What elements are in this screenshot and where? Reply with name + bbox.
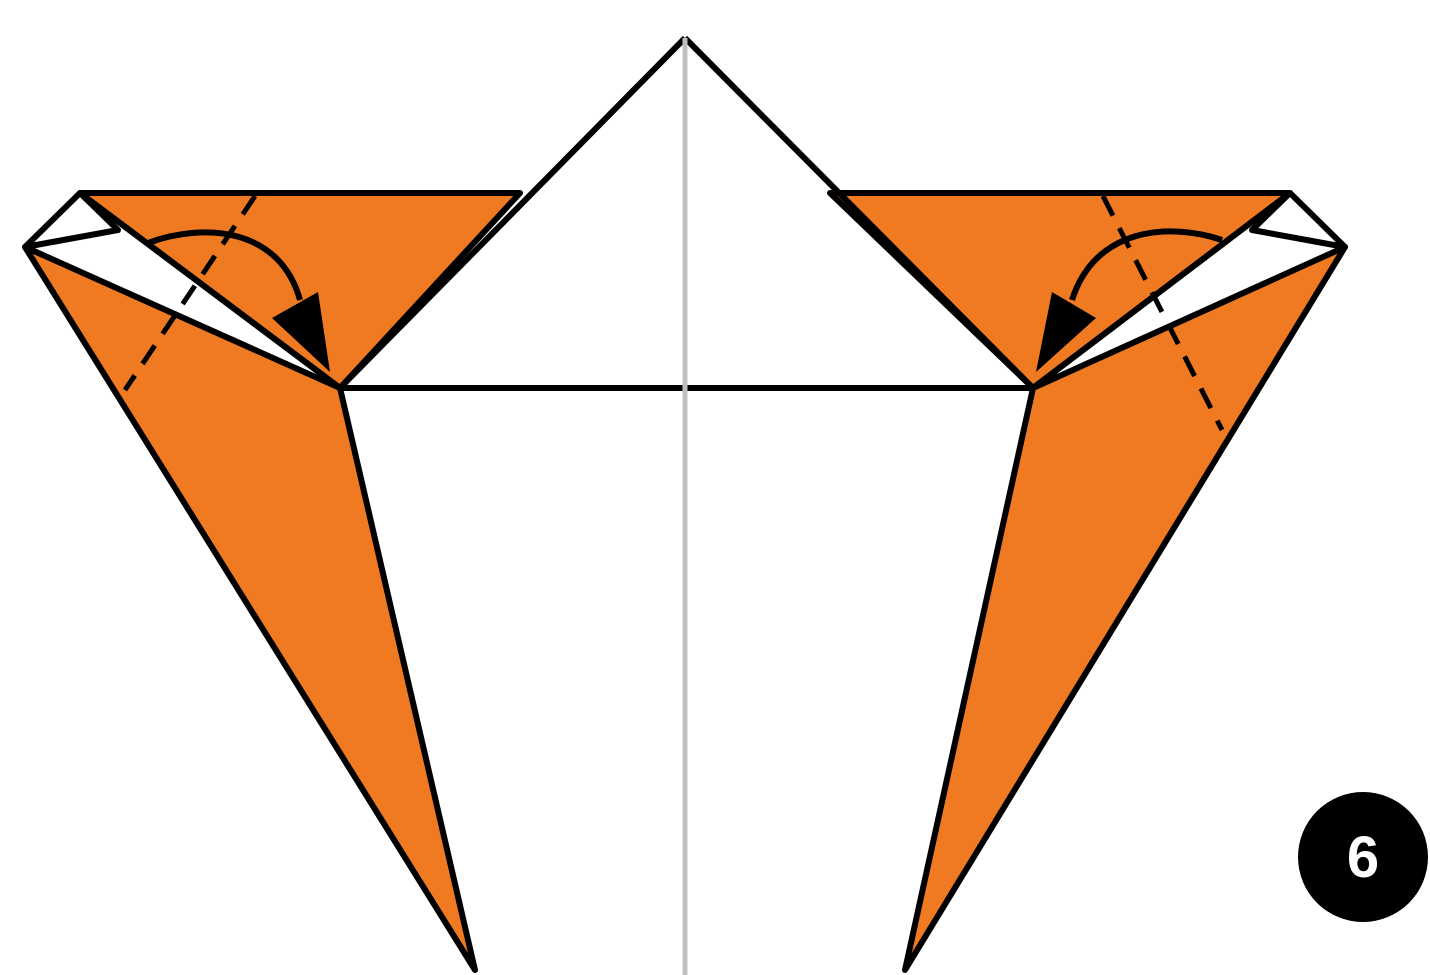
right-flap-lower [905,247,1345,970]
step-number-label: 6 [1347,824,1379,891]
step-number-badge: 6 [1298,792,1428,922]
left-flap-lower [25,247,475,970]
